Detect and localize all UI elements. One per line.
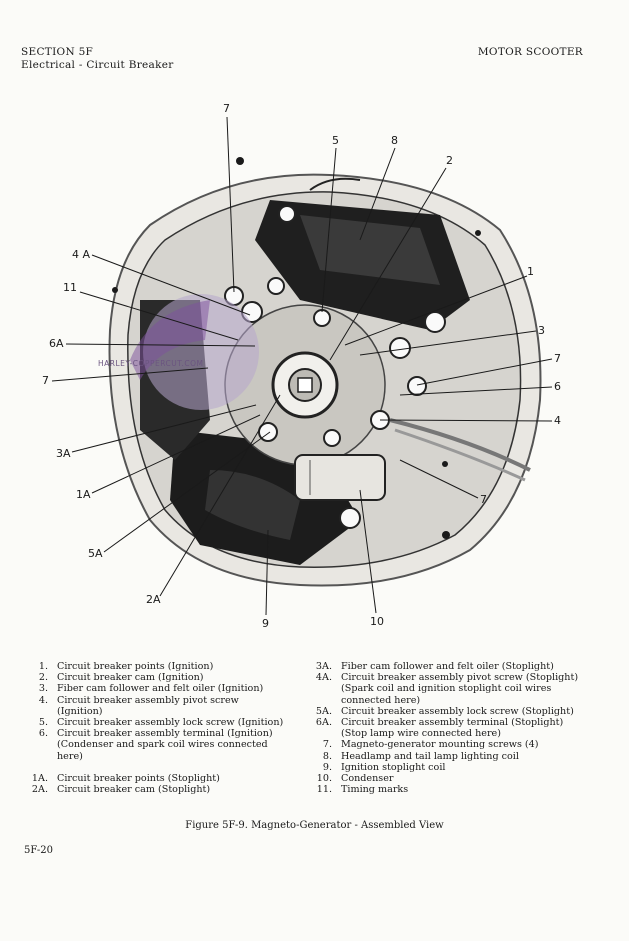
leader-2A xyxy=(159,394,281,597)
leader-7-left xyxy=(51,367,209,382)
leader-6 xyxy=(399,386,553,396)
legend-item: 7.Magneto-generator mounting screws (4) xyxy=(322,739,539,751)
leader-7-right xyxy=(416,358,553,386)
legend-item: 8.Headlamp and tail lamp lighting coil xyxy=(322,750,519,762)
legend-item: 10.Condenser xyxy=(316,773,394,785)
leader-7-lower xyxy=(399,459,479,499)
callout-5A: 5A xyxy=(88,547,103,560)
callout-4: 4 xyxy=(554,414,561,427)
section-subtitle: Electrical - Circuit Breaker xyxy=(21,59,174,71)
callout-1A: 1A xyxy=(76,488,91,501)
legend-item: 5.Circuit breaker assembly lock screw (I… xyxy=(38,717,284,729)
callout-7-top: 7 xyxy=(223,102,230,115)
section-title: SECTION 5F xyxy=(21,46,94,58)
leader-10 xyxy=(359,489,377,614)
callout-3A: 3A xyxy=(56,447,71,460)
leader-1A xyxy=(91,414,261,494)
leader-5 xyxy=(321,147,337,313)
legend-item: 4A.Circuit breaker assembly pivot screw … xyxy=(315,672,579,684)
document-title: MOTOR SCOOTER xyxy=(477,46,583,58)
legend-item: 5A.Circuit breaker assembly lock screw (… xyxy=(315,705,574,717)
leader-4A xyxy=(91,254,251,316)
callout-6A: 6A xyxy=(49,337,64,350)
legend-left-column: 1.Circuit breaker points (Ignition) 2.Ci… xyxy=(24,661,300,795)
leader-11 xyxy=(79,291,239,341)
watermark-text: HARLEY-COPPERCUT.COM xyxy=(98,359,203,368)
callout-7-left: 7 xyxy=(42,374,49,387)
magneto-generator-figure: HARLEY-COPPERCUT.COM 7 5 8 2 4 A 1 11 3 … xyxy=(42,102,561,630)
legend-subline: (Ignition) xyxy=(57,705,103,717)
section-header: SECTION 5F Electrical - Circuit Breaker xyxy=(21,46,174,72)
callout-10: 10 xyxy=(370,615,384,628)
leader-8 xyxy=(359,147,396,241)
legend-item: 6.Circuit breaker assembly terminal (Ign… xyxy=(38,728,273,740)
leader-6A xyxy=(65,343,256,347)
leader-4 xyxy=(379,419,553,422)
legend-item: 3A.Fiber cam follower and felt oiler (St… xyxy=(315,661,554,672)
callout-1: 1 xyxy=(527,265,534,278)
callout-9: 9 xyxy=(262,617,269,630)
legend-right-column: 3A.Fiber cam follower and felt oiler (St… xyxy=(308,661,608,795)
legend-subline: (Spark coil and ignition stoplight coil … xyxy=(341,683,552,695)
callout-6: 6 xyxy=(554,380,561,393)
leader-5A xyxy=(103,431,271,553)
leader-3A xyxy=(71,404,257,453)
legend-item: 3.Fiber cam follower and felt oiler (Ign… xyxy=(38,683,264,695)
legend-subline: (Stop lamp wire connected here) xyxy=(341,728,501,740)
legend-item: 4.Circuit breaker assembly pivot screw xyxy=(38,694,239,706)
leader-2 xyxy=(329,167,447,361)
legend-subline: here) xyxy=(57,750,83,762)
legend-item: 2.Circuit breaker cam (Ignition) xyxy=(38,672,204,684)
callout-3: 3 xyxy=(538,324,545,337)
callout-2: 2 xyxy=(446,154,453,167)
legend-item: 11.Timing marks xyxy=(316,784,409,796)
callout-2A: 2A xyxy=(146,593,161,606)
callout-4A: 4 A xyxy=(72,248,90,261)
legend-subline: connected here) xyxy=(341,694,421,706)
leader-3 xyxy=(359,330,537,356)
callout-11: 11 xyxy=(63,281,77,294)
legend-item: 2A.Circuit breaker cam (Stoplight) xyxy=(31,784,211,796)
callout-5: 5 xyxy=(332,134,339,147)
legend-subline: (Condenser and spark coil wires connecte… xyxy=(57,739,268,751)
legend-item: 1.Circuit breaker points (Ignition) xyxy=(38,661,214,672)
page-number: 5F-20 xyxy=(24,845,53,856)
legend-item: 1A.Circuit breaker points (Stoplight) xyxy=(31,772,220,784)
condenser xyxy=(294,454,386,501)
callout-7-right: 7 xyxy=(554,352,561,365)
legend-item: 6A.Circuit breaker assembly terminal (St… xyxy=(315,717,564,729)
leader-9 xyxy=(265,529,269,616)
leader-1 xyxy=(344,275,528,346)
callout-8: 8 xyxy=(391,134,398,147)
legend-item: 9.Ignition stoplight coil xyxy=(322,761,446,773)
figure-caption: Figure 5F-9. Magneto-Generator - Assembl… xyxy=(185,820,444,831)
leader-7-top xyxy=(226,116,235,293)
callout-7-lower: 7 xyxy=(480,493,487,506)
